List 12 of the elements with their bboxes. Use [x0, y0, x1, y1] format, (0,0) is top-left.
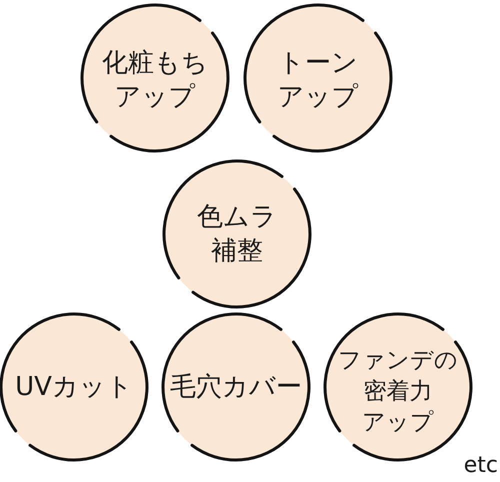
node-text: UVカット: [15, 371, 133, 404]
circle-node: [161, 158, 313, 310]
node-text: 化粧もちアップ: [102, 47, 208, 114]
note-text: etc: [464, 455, 498, 477]
circle-node: [0, 311, 150, 463]
node-text: 毛穴カバー: [170, 371, 302, 404]
node-text: ファンデの密着力アップ: [338, 346, 458, 438]
circle-node: [242, 2, 394, 154]
circle-node: [160, 311, 312, 463]
node-text: 色ムラ補整: [197, 201, 277, 268]
node-text: トーンアップ: [278, 47, 358, 114]
circle-node: [79, 2, 231, 154]
